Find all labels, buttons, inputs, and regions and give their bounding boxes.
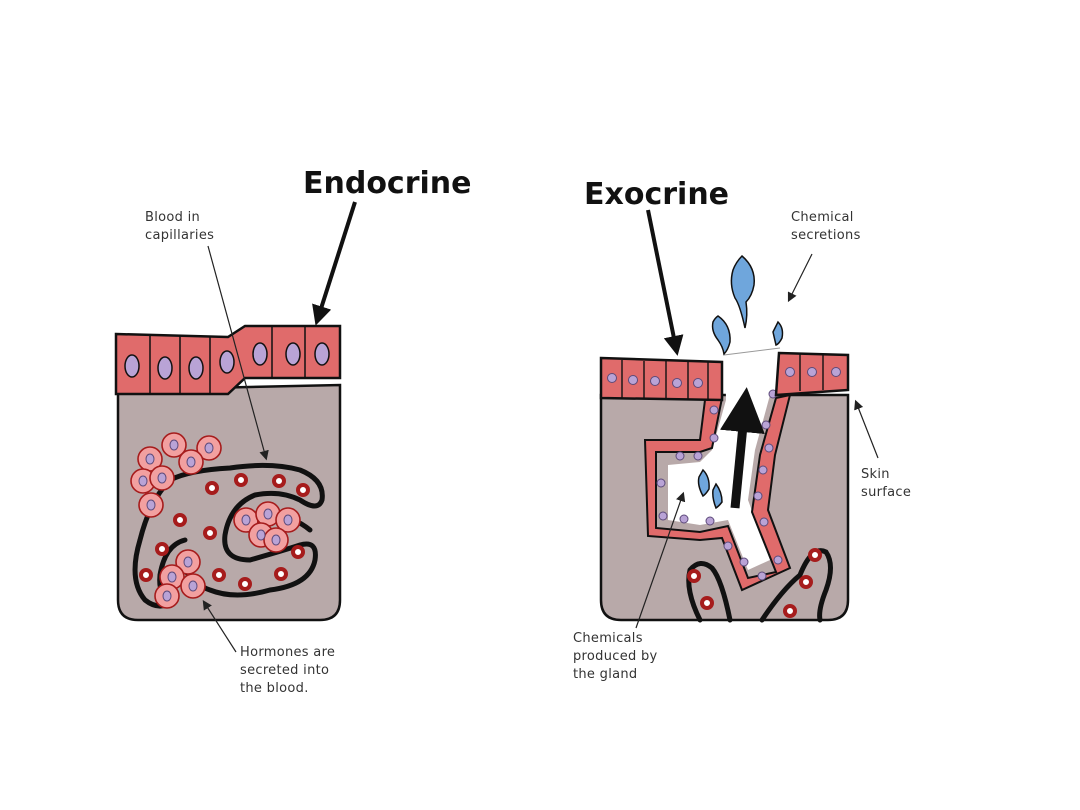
blood-label-arrow — [207, 245, 269, 461]
secretions-label-line2: secretions — [791, 228, 861, 243]
skin-label-line1: Skin — [861, 467, 890, 482]
hormones-label-line2: secreted into — [240, 663, 329, 678]
exocrine-epithelium-left — [599, 356, 724, 402]
chemicals-label-line2: produced by — [573, 649, 658, 664]
hormones-label-arrow — [202, 599, 237, 653]
red-blood-cells — [139, 473, 310, 591]
exocrine-epithelial-cells — [607, 354, 841, 400]
endocrine-panel: Endocrine Blood in capillaries Hormones … — [114, 166, 472, 696]
duct-opening — [723, 347, 781, 356]
exocrine-title: Exocrine — [584, 177, 729, 212]
hormones-label-line3: the blood. — [240, 681, 309, 696]
blood-label-line1: Blood in — [145, 210, 200, 225]
endocrine-epithelial-cells — [124, 326, 330, 394]
gland-lining — [643, 393, 792, 592]
endocrine-title: Endocrine — [303, 166, 472, 201]
chemicals-label-arrow — [635, 491, 686, 629]
secretion-flow-arrow — [719, 387, 765, 509]
chemicals-label-line3: the gland — [573, 667, 638, 682]
hormones-label-line1: Hormones are — [240, 645, 335, 660]
endocrine-title-arrow — [312, 201, 357, 326]
exocrine-capillaries — [686, 548, 833, 623]
exocrine-red-cells — [687, 548, 822, 618]
secretions-label-arrow — [787, 253, 813, 303]
skin-label-line2: surface — [861, 485, 911, 500]
cluster-nuclei — [138, 439, 293, 602]
chemicals-label-line1: Chemicals — [573, 631, 643, 646]
secretion-droplets — [697, 254, 784, 510]
exocrine-title-arrow — [646, 209, 684, 356]
skin-label-arrow — [854, 399, 879, 459]
exocrine-panel: Exocrine Chemical secretions Skin surfac… — [573, 177, 911, 682]
secretions-label-line1: Chemical — [791, 210, 854, 225]
blood-label-line2: capillaries — [145, 228, 214, 243]
